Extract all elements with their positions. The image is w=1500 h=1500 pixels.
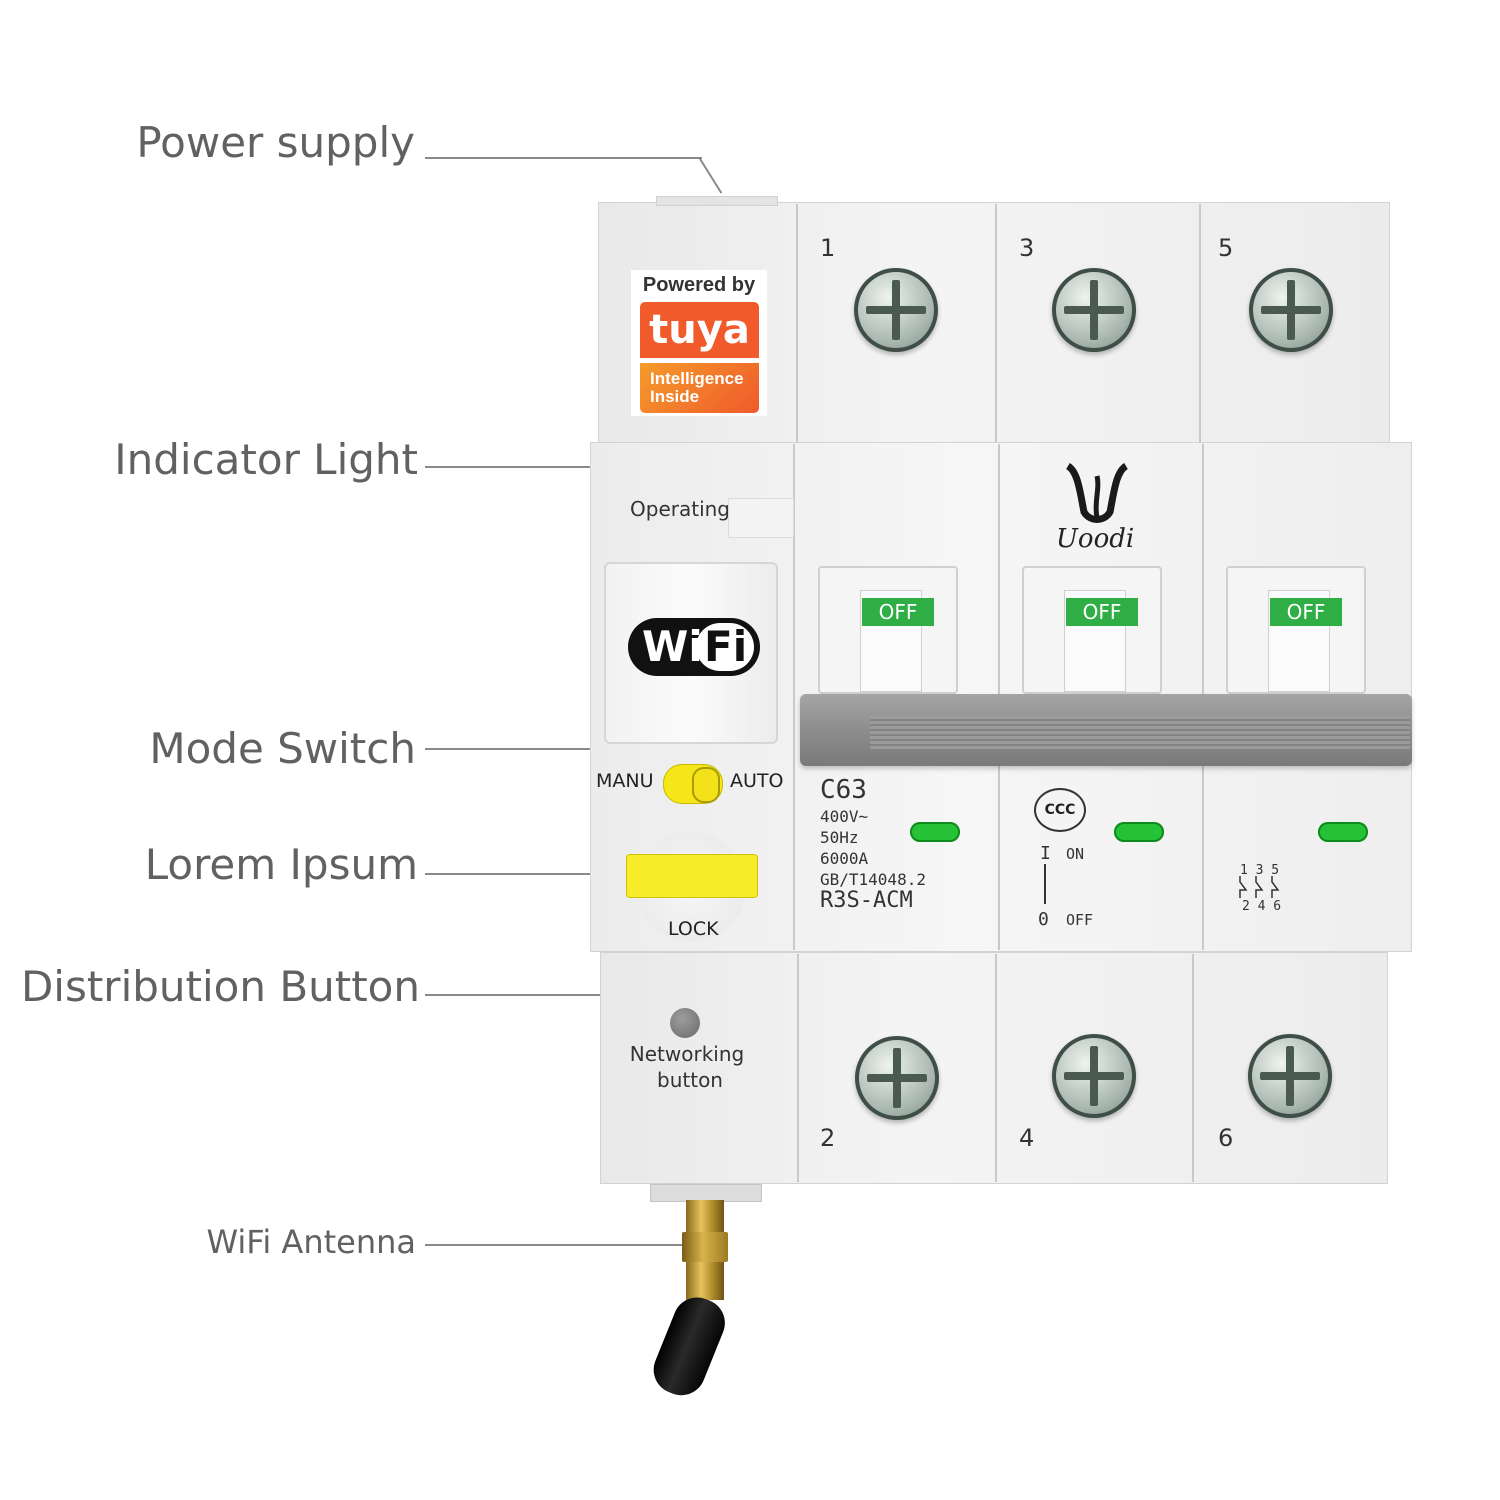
- leader-wifi-antenna: [425, 1244, 687, 1246]
- breaker-toggle-2[interactable]: OFF: [1022, 566, 1162, 694]
- pole-number-5: 5: [1218, 234, 1234, 262]
- manu-label: MANU: [596, 770, 654, 792]
- spec-voltage: 400V~: [820, 807, 869, 826]
- pole-number-1: 1: [820, 234, 836, 262]
- spec-standard: GB/T14048.2: [820, 870, 926, 889]
- divider: [793, 444, 795, 950]
- networking-button[interactable]: [670, 1008, 700, 1038]
- brand-logo-script: Uoodi: [1056, 524, 1135, 554]
- terminal-screw-3[interactable]: [1052, 268, 1136, 352]
- callout-wifi-antenna: WiFi Antenna: [206, 1223, 416, 1261]
- on-off-arrow: [1044, 864, 1046, 904]
- schematic-icon: [1234, 876, 1284, 898]
- wifi-logo-text-wi: Wi: [642, 622, 703, 671]
- leader-distribution-button: [425, 994, 689, 996]
- callout-power-supply: Power supply: [136, 118, 415, 167]
- wifi-logo-text-fi: Fi: [704, 622, 748, 671]
- divider: [797, 954, 799, 1182]
- ccc-text: CCC: [1044, 802, 1076, 818]
- wifi-logo: Wi Fi: [628, 618, 760, 676]
- off-flag: OFF: [1270, 598, 1342, 626]
- divider: [995, 954, 997, 1182]
- leader-power-supply: [425, 157, 702, 159]
- divider: [1192, 954, 1194, 1182]
- terminal-screw-2[interactable]: [855, 1036, 939, 1120]
- breaker-toggle-1[interactable]: OFF: [818, 566, 958, 694]
- divider: [796, 204, 798, 447]
- schematic-top-numbers: 1 3 5: [1240, 863, 1280, 878]
- terminal-screw-5[interactable]: [1249, 268, 1333, 352]
- antenna-nut: [682, 1232, 728, 1262]
- indicator-light: [728, 498, 794, 538]
- brand-logo-icon: [1064, 462, 1130, 524]
- terminal-screw-4[interactable]: [1052, 1034, 1136, 1118]
- wifi-logo-pill: [696, 623, 754, 671]
- auto-label: AUTO: [730, 770, 784, 792]
- breaker-toggle-3[interactable]: OFF: [1226, 566, 1366, 694]
- callout-distribution-button: Distribution Button: [20, 962, 420, 1011]
- off-text: OFF: [1066, 911, 1094, 929]
- wifi-antenna: [646, 1290, 733, 1403]
- status-led-3: [1318, 822, 1368, 842]
- terminal-screw-6[interactable]: [1248, 1034, 1332, 1118]
- networking-label-line2: button: [657, 1068, 723, 1092]
- leader-mode-switch: [425, 748, 700, 750]
- intelligence-text: Intelligence: [650, 369, 744, 388]
- mode-switch[interactable]: [663, 764, 723, 804]
- divider: [995, 204, 997, 447]
- spec-capacity: 6000A: [820, 849, 869, 868]
- on-symbol: I: [1040, 843, 1051, 864]
- status-led-2: [1114, 822, 1164, 842]
- spec-rating: C63: [820, 775, 867, 805]
- intelligence-inside-strip: Intelligence Inside: [640, 363, 759, 413]
- tuya-badge: Powered by tuya Intelligence Inside: [631, 270, 767, 416]
- tuya-wordmark: tuya: [649, 307, 750, 353]
- divider: [1199, 204, 1201, 447]
- on-text: ON: [1066, 845, 1085, 863]
- lock-tab[interactable]: [626, 854, 758, 898]
- tie-bar-grip: [870, 716, 1410, 750]
- pole-number-3: 3: [1019, 234, 1035, 262]
- leader-lorem-ipsum: [425, 873, 687, 875]
- leader-power-supply-diag: [698, 157, 723, 194]
- callout-indicator-light: Indicator Light: [114, 435, 418, 484]
- spec-model: R3S-ACM: [820, 888, 913, 913]
- top-clip: [656, 196, 778, 206]
- schematic-bottom-numbers: 2 4 6: [1242, 899, 1282, 914]
- pole-number-2: 2: [820, 1124, 836, 1152]
- tuya-logo: tuya: [640, 302, 759, 358]
- mode-switch-knob: [692, 767, 720, 803]
- ccc-mark: CCC: [1034, 788, 1086, 832]
- powered-by-text: Powered by: [642, 274, 756, 296]
- off-flag: OFF: [1066, 598, 1138, 626]
- leader-indicator-light: [425, 466, 740, 468]
- off-symbol: 0: [1038, 909, 1049, 930]
- pole-number-6: 6: [1218, 1124, 1234, 1152]
- spec-frequency: 50Hz: [820, 828, 859, 847]
- networking-label-line1: Networking: [629, 1042, 745, 1066]
- terminal-screw-1[interactable]: [854, 268, 938, 352]
- callout-mode-switch: Mode Switch: [149, 724, 416, 773]
- inside-text: Inside: [650, 387, 700, 406]
- callout-lorem-ipsum: Lorem Ipsum: [144, 840, 418, 889]
- lock-label: LOCK: [668, 918, 719, 940]
- handle-tie-bar[interactable]: [800, 694, 1412, 766]
- pole-number-4: 4: [1019, 1124, 1035, 1152]
- off-flag: OFF: [862, 598, 934, 626]
- operating-label: Operating: [630, 497, 730, 521]
- status-led-1: [910, 822, 960, 842]
